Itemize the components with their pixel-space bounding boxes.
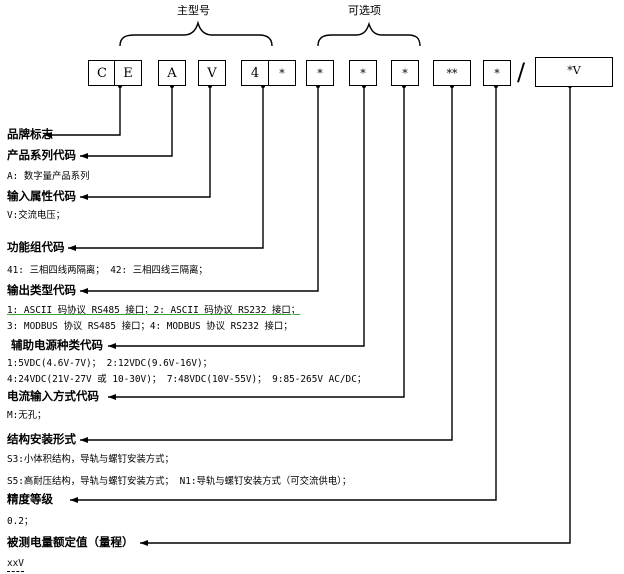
heading-current-input: 电流输入方式代码 — [7, 389, 99, 403]
code-box-a: A — [158, 60, 186, 86]
code-box-star-2: * — [306, 60, 334, 86]
leader-current-input — [108, 86, 405, 398]
detail-aux-power-2: 4:24VDC(21V-27V 或 10-30V)； 7:48VDC(10V-5… — [7, 374, 367, 385]
detail-current-input-1: M:无孔； — [7, 410, 47, 421]
heading-input-attr: 输入属性代码 — [7, 189, 76, 203]
leader-accuracy — [70, 86, 497, 501]
detail-output-type-1: 1: ASCII 码协议 RS485 接口；2: ASCII 码协议 RS232… — [7, 305, 301, 316]
arrow-current-input — [108, 394, 116, 400]
code-box-c: C — [88, 60, 116, 86]
leader-mounting — [80, 86, 453, 441]
detail-output-type-2: 3: MODBUS 协议 RS485 接口；4: MODBUS 协议 RS232… — [7, 321, 293, 332]
label-main-model: 主型号 — [177, 4, 210, 17]
bracket-main-model — [119, 20, 273, 47]
code-box-double-star: ** — [433, 60, 471, 86]
heading-output-type: 输出类型代码 — [7, 283, 76, 297]
heading-function-group: 功能组代码 — [7, 240, 65, 254]
arrow-rated-value — [140, 540, 148, 546]
detail-input-attr-1: V:交流电压； — [7, 210, 66, 221]
detail-rated-value-1: xxV — [7, 557, 24, 572]
detail-function-group-1: 41: 三相四线两隔离； 42: 三相四线三隔离； — [7, 265, 208, 276]
detail-mounting-2: S5:高耐压结构，导轨与螺钉安装方式； N1:导轨与螺钉安装方式（可交流供电）； — [7, 476, 352, 487]
detail-accuracy-1: 0.2； — [7, 516, 34, 527]
code-box-star-1: * — [268, 60, 296, 86]
detail-mounting-1: S3:小体积结构，导轨与螺钉安装方式； — [7, 454, 174, 465]
heading-rated-value: 被测电量额定值（量程） — [7, 535, 134, 549]
leader-series — [80, 86, 173, 157]
label-options: 可选项 — [348, 4, 381, 17]
arrow-output-type — [80, 288, 88, 294]
code-box-v: V — [198, 60, 226, 86]
heading-aux-power: 辅助电源种类代码 — [11, 338, 103, 352]
arrow-accuracy — [70, 497, 78, 503]
heading-mounting: 结构安装形式 — [7, 432, 76, 446]
leader-aux-power — [108, 86, 365, 347]
code-box-star-4: * — [391, 60, 419, 86]
leader-brand — [44, 86, 121, 136]
separator-slash: / — [517, 58, 526, 86]
arrow-function-group — [68, 245, 76, 251]
leader-input-attr — [80, 86, 211, 198]
heading-brand: 品牌标志 — [7, 127, 53, 141]
arrow-series — [80, 153, 88, 159]
code-box-4: 4 — [241, 60, 269, 86]
arrow-aux-power — [108, 343, 116, 349]
code-box-star-5: * — [483, 60, 511, 86]
code-box-star-3: * — [349, 60, 377, 86]
heading-series: 产品系列代码 — [7, 148, 76, 162]
bracket-options — [317, 21, 421, 47]
leader-function-group — [68, 86, 264, 249]
detail-series-1: A: 数字量产品系列 — [7, 171, 90, 182]
code-box-range: *V — [535, 57, 613, 87]
leader-output-type — [80, 86, 319, 292]
arrow-input-attr — [80, 194, 88, 200]
arrow-brand — [44, 132, 52, 138]
leader-rated-value — [140, 86, 571, 544]
heading-accuracy: 精度等级 — [7, 492, 53, 506]
arrow-mounting — [80, 437, 88, 443]
code-box-e: E — [114, 60, 142, 86]
detail-aux-power-1: 1:5VDC(4.6V-7V)； 2:12VDC(9.6V-16V)； — [7, 358, 213, 369]
